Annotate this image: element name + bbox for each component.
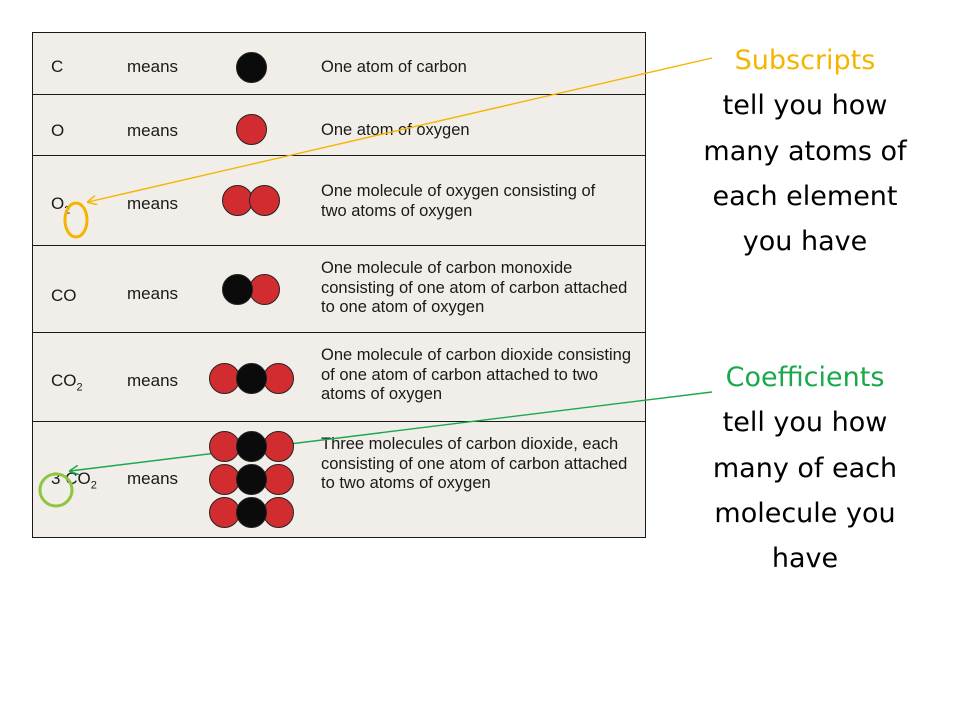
means-label: means — [127, 371, 179, 390]
subscripts-note: Subscripts tell you how many atoms of ea… — [700, 38, 910, 264]
means-label: means — [127, 121, 179, 140]
coefficients-note: Coefficients tell you how many of each m… — [700, 355, 910, 581]
carbon-atom — [235, 497, 267, 528]
oxygen-atom — [249, 185, 280, 216]
subscripts-keyword: Subscripts — [734, 45, 876, 76]
oxygen-atom — [222, 185, 253, 216]
oxygen-atom — [208, 464, 240, 495]
subscripts-text: tell you how many atoms of each element … — [703, 90, 907, 258]
table-row: CO2 means One molecule of carbon dioxide… — [33, 333, 645, 422]
table-row: O means One atom of oxygen — [33, 95, 645, 156]
subscript: 2 — [76, 381, 83, 394]
coefficients-text: tell you how many of each molecule you h… — [712, 407, 898, 575]
oxygen-atom — [262, 464, 294, 495]
coefficients-keyword: Coefficients — [725, 362, 885, 393]
carbon-atom — [235, 464, 267, 495]
description: One atom of carbon — [321, 58, 467, 76]
formula: CO — [51, 286, 77, 305]
subscripts-arrow — [88, 57, 713, 202]
oxygen-atom — [208, 431, 240, 462]
oxygen-atom — [235, 114, 267, 145]
subscript-highlight-circle — [63, 201, 89, 239]
formula: O — [51, 121, 65, 140]
means-label: means — [127, 469, 179, 488]
coefficient: 3 — [51, 469, 61, 488]
oxygen-atom — [262, 363, 294, 394]
description: One molecule of carbon monoxide consisti… — [321, 259, 628, 316]
oxygen-atom — [262, 497, 294, 528]
description: Three molecules of carbon dioxide, each … — [321, 435, 628, 492]
table-row: 3 CO2 means Three molecules of carbon di… — [33, 422, 645, 537]
description: One molecule of oxygen consisting of two… — [321, 182, 596, 220]
oxygen-atom — [249, 274, 280, 305]
means-label: means — [127, 194, 179, 213]
formula-table: C means One atom of carbon O means One a… — [32, 32, 646, 538]
table-row: O2 means One molecule of oxygen consisti… — [33, 156, 645, 246]
carbon-atom — [222, 274, 253, 305]
coefficients-arrow — [70, 391, 713, 471]
oxygen-atom — [262, 431, 294, 462]
oxygen-atom — [208, 497, 240, 528]
description: One molecule of carbon dioxide consistin… — [321, 346, 632, 403]
means-label: means — [127, 284, 179, 303]
carbon-atom — [235, 431, 267, 462]
formula: C — [51, 57, 64, 76]
carbon-atom — [235, 52, 267, 83]
carbon-atom — [235, 363, 267, 394]
oxygen-atom — [208, 363, 240, 394]
description: One atom of oxygen — [321, 121, 470, 139]
formula: CO2 — [51, 371, 83, 394]
table-row: CO means One molecule of carbon monoxide… — [33, 246, 645, 333]
coefficient-highlight-circle — [38, 472, 74, 508]
table-row: C means One atom of carbon — [33, 33, 645, 95]
means-label: means — [127, 57, 179, 76]
subscript: 2 — [90, 479, 97, 492]
